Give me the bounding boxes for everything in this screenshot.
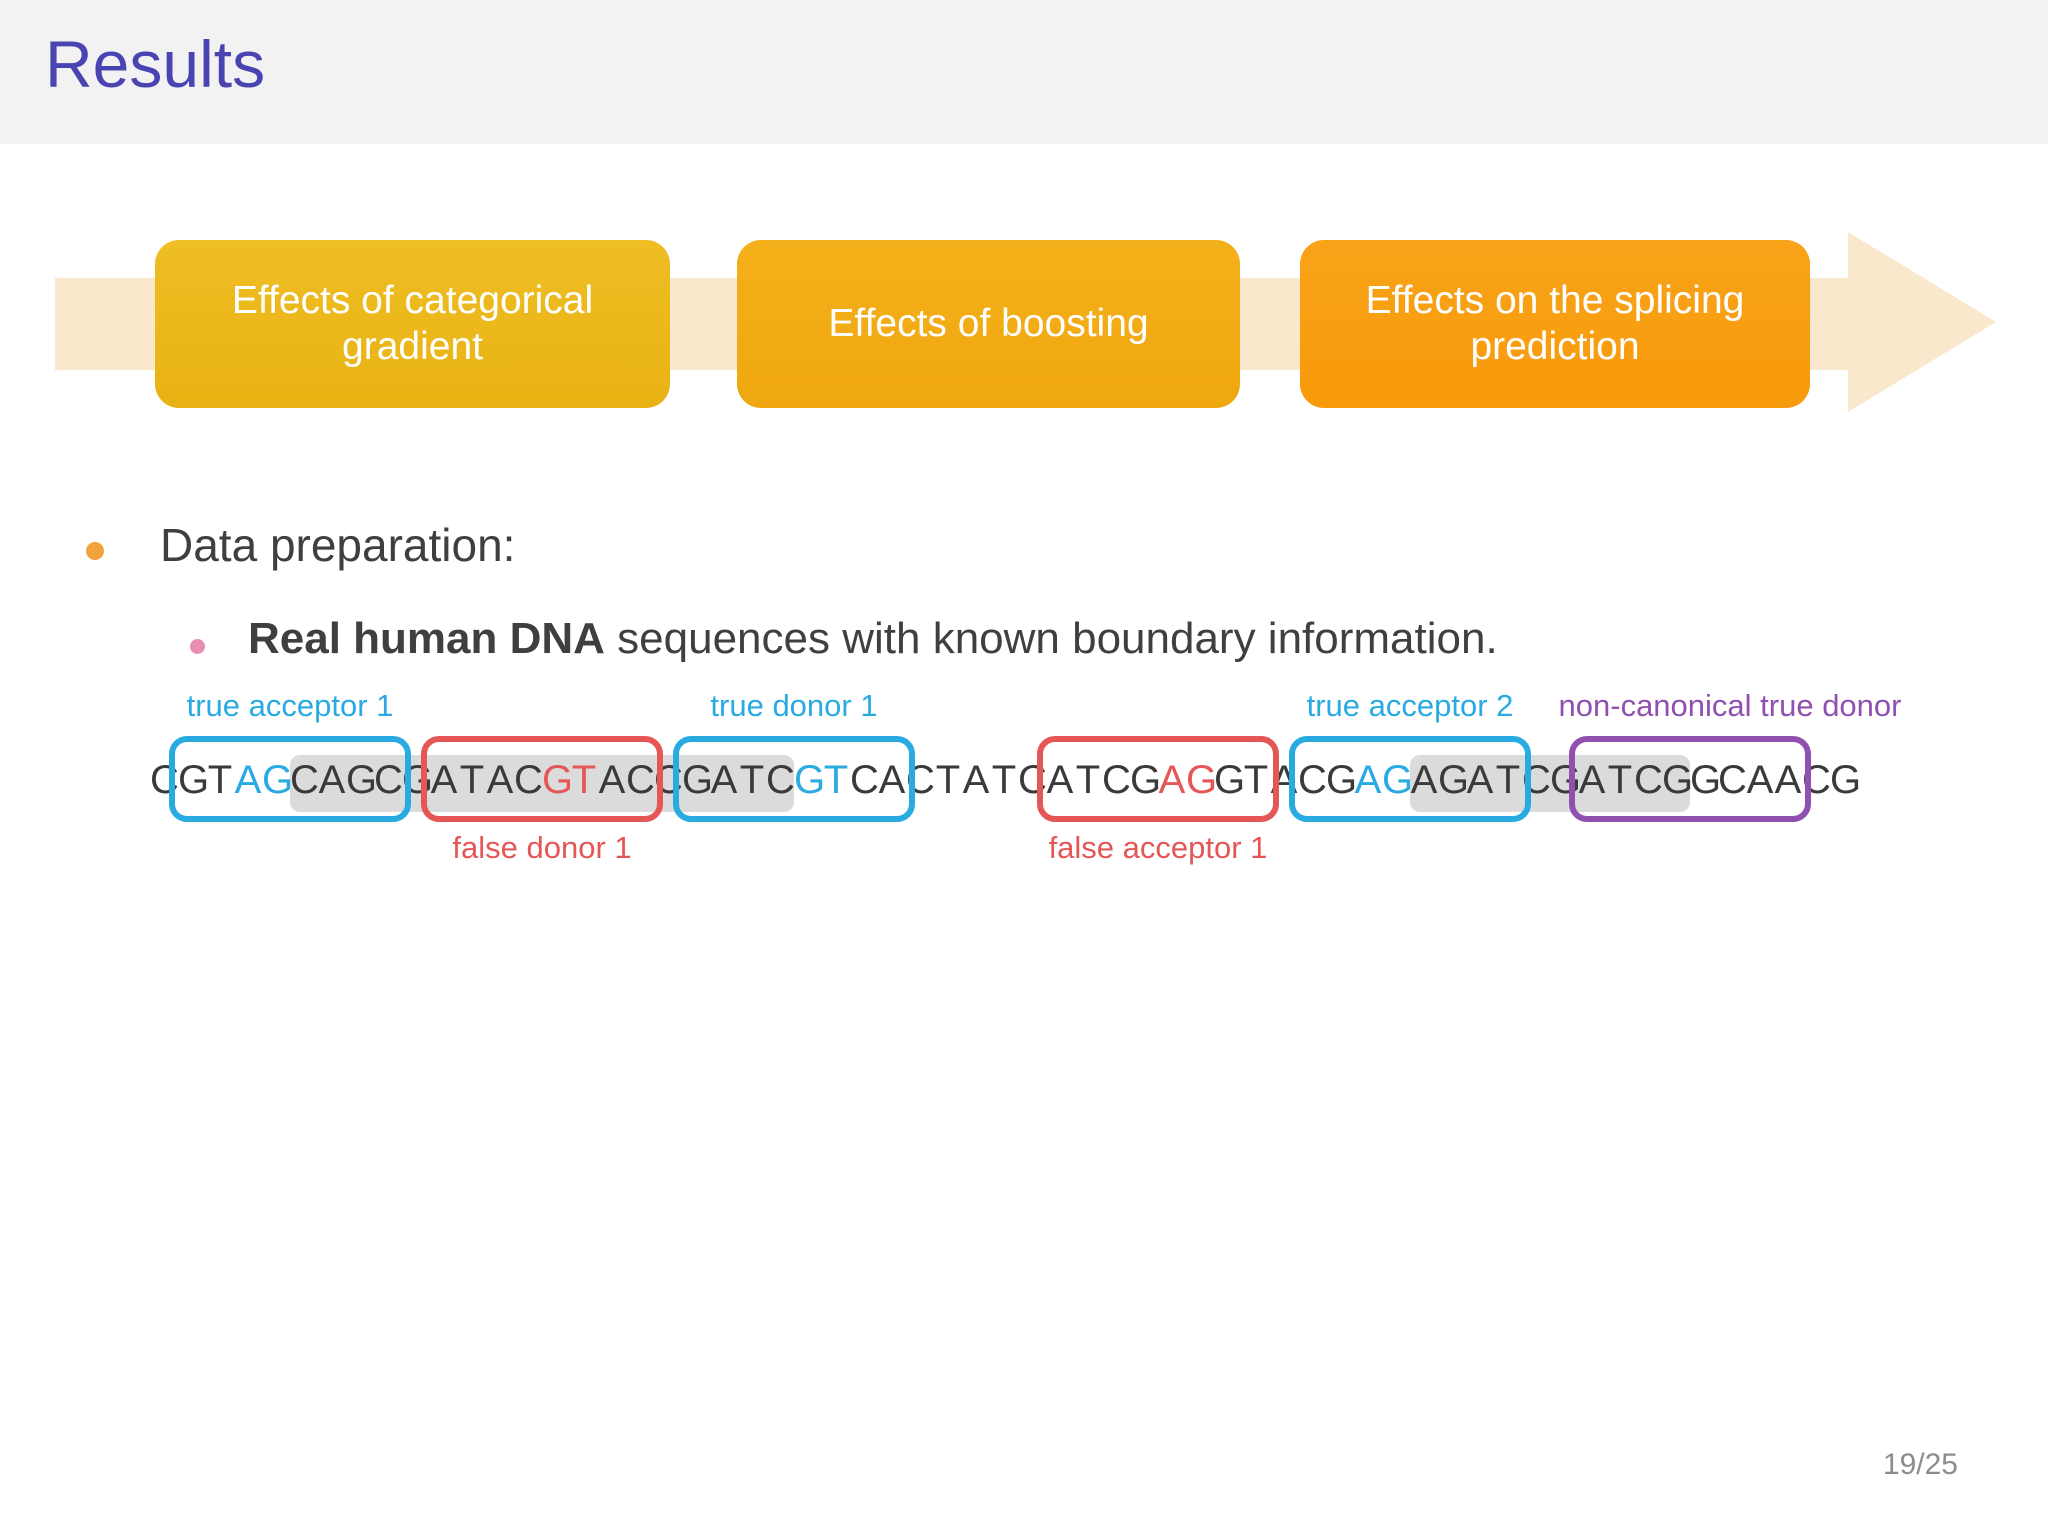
dna-base: A	[1410, 740, 1438, 820]
sequence-annotation-box	[673, 736, 915, 822]
flow-step-splicing-prediction: Effects on the splicing prediction	[1300, 240, 1810, 408]
dna-base: A	[878, 758, 906, 802]
dna-base: C	[1102, 758, 1131, 802]
dna-base: T	[458, 740, 486, 820]
dna-base: T	[738, 740, 766, 820]
sequence-annotation-label: true acceptor 1	[186, 688, 394, 723]
sub-bullet-dot-icon	[190, 639, 205, 654]
sequence-annotation-box	[1569, 736, 1811, 822]
process-flow-diagram: Effects of categorical gradient Effects …	[0, 0, 2048, 440]
dna-base: A	[1578, 740, 1606, 820]
dna-base: G	[1830, 758, 1862, 802]
dna-base: C	[1634, 740, 1663, 820]
bullet-real-human-dna: Real human DNA sequences with known boun…	[190, 614, 1498, 664]
dna-base: A	[430, 740, 458, 820]
dna-base: C	[514, 740, 543, 820]
dna-base: G	[1326, 758, 1358, 802]
dna-base: G	[346, 740, 377, 820]
dna-base: C	[374, 740, 403, 820]
dna-base: A	[318, 740, 346, 820]
dna-base: G	[1214, 758, 1246, 802]
dna-base: A	[1354, 758, 1382, 802]
sequence-annotation-box	[169, 736, 411, 822]
dna-base: A	[1046, 758, 1074, 802]
flow-step-boosting: Effects of boosting	[737, 240, 1240, 408]
dna-base: G	[1186, 758, 1218, 802]
sequence-annotation-box	[1289, 736, 1531, 822]
dna-base: G	[1662, 740, 1693, 820]
sequence-annotation-box	[421, 736, 663, 822]
dna-base: G	[1550, 740, 1581, 820]
page-title: Results	[45, 27, 266, 101]
dna-base: G	[1130, 758, 1162, 802]
dna-base: A	[1466, 740, 1494, 820]
dna-base: C	[1298, 758, 1327, 802]
bullet-bold-text: Real human DNA	[248, 614, 605, 663]
bullet-rest-text: sequences with known boundary informatio…	[604, 614, 1498, 663]
dna-base: T	[207, 758, 233, 802]
dna-base: G	[1690, 758, 1722, 802]
bullet-data-preparation-text: Data preparation:	[160, 519, 516, 571]
dna-base: T	[1606, 740, 1634, 820]
dna-base: A	[1774, 758, 1802, 802]
dna-base: G	[1438, 740, 1469, 820]
slide-header: Results	[0, 0, 2048, 144]
sequence-annotation-label: false acceptor 1	[1048, 830, 1268, 865]
dna-base: G	[178, 758, 210, 802]
dna-sequence-row: CGTAGCAGCGATACGTACCGATCGTCACTATCATCGAGGT…	[150, 740, 1862, 820]
dna-base: T	[823, 758, 849, 802]
sequence-annotation-label: non-canonical true donor	[1558, 688, 1902, 723]
dna-base: G	[1382, 758, 1414, 802]
dna-sequence-diagram: CGTAGCAGCGATACGTACCGATCGTCACTATCATCGAGGT…	[150, 688, 1910, 878]
page-number: 19/25	[1882, 1448, 1958, 1481]
sequence-annotation-label: true acceptor 2	[1306, 688, 1514, 723]
dna-base: G	[542, 740, 573, 820]
sequence-annotation-box	[1037, 736, 1279, 822]
sequence-annotation-label: false donor 1	[452, 830, 632, 865]
dna-base: T	[1494, 740, 1522, 820]
dna-base: G	[262, 758, 294, 802]
dna-base: G	[794, 758, 826, 802]
dna-base: A	[598, 740, 626, 820]
dna-base: T	[570, 740, 598, 820]
dna-base: T	[991, 758, 1017, 802]
dna-base: C	[850, 758, 879, 802]
dna-base: C	[1718, 758, 1747, 802]
dna-base: A	[1158, 758, 1186, 802]
sequence-annotation-label: true donor 1	[710, 688, 878, 723]
dna-base: T	[935, 758, 961, 802]
dna-base: A	[962, 758, 990, 802]
bullet-dot-icon	[86, 542, 104, 560]
bullet-data-preparation: Data preparation:	[86, 518, 516, 572]
dna-base: T	[1243, 758, 1269, 802]
dna-base: A	[234, 758, 262, 802]
dna-base: A	[486, 740, 514, 820]
dna-base: A	[1746, 758, 1774, 802]
dna-base: A	[710, 740, 738, 820]
dna-base: G	[682, 740, 713, 820]
dna-base: C	[290, 740, 319, 820]
dna-base: T	[1075, 758, 1101, 802]
dna-base: C	[766, 740, 795, 820]
flow-arrowhead-icon	[1848, 232, 1996, 412]
dna-base: C	[626, 740, 655, 820]
flow-step-categorical-gradient: Effects of categorical gradient	[155, 240, 670, 408]
